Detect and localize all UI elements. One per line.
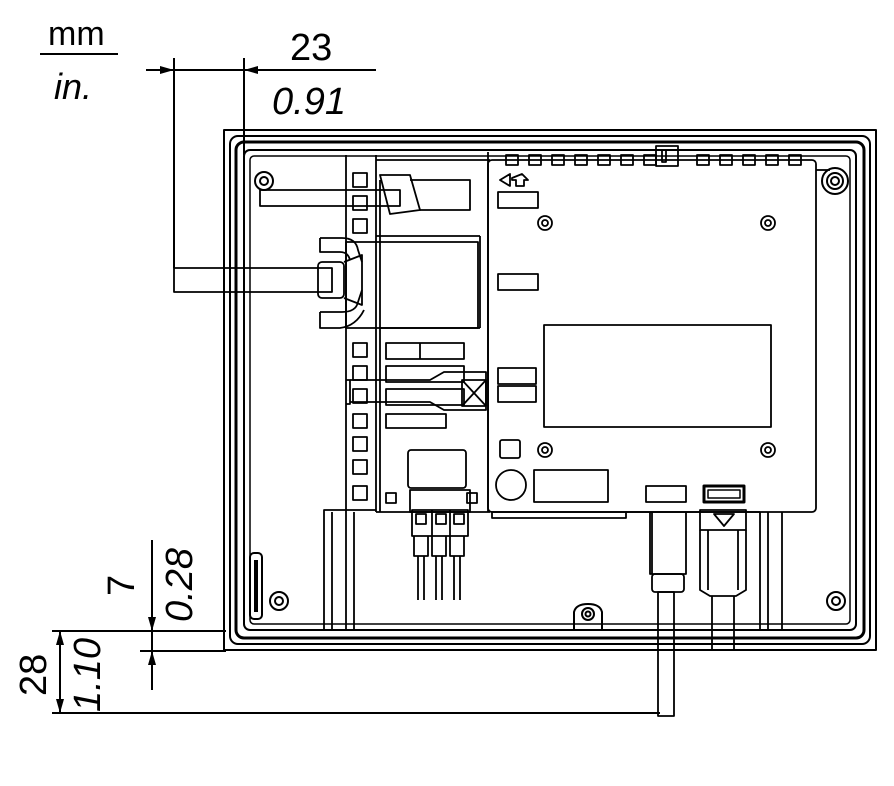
bottom-housing bbox=[323, 509, 783, 630]
arrowhead-up-pointing bbox=[148, 651, 156, 665]
dim-top-mm: 23 bbox=[290, 27, 332, 69]
frame-gasket-inner bbox=[249, 155, 851, 625]
screw-hole-top-left bbox=[254, 171, 274, 191]
arrow-symbol-icon bbox=[499, 173, 529, 187]
frame-bezel bbox=[229, 135, 871, 645]
dim-bottom-28-mm: 28 bbox=[13, 654, 55, 696]
module-body bbox=[487, 159, 817, 513]
side-slot-inner bbox=[254, 560, 258, 612]
dim-bottom-28-in: 1.10 bbox=[67, 638, 109, 712]
unit-in-label: in. bbox=[54, 66, 92, 107]
unit-mm-label: mm bbox=[48, 15, 105, 53]
screw-hole-top-right bbox=[821, 167, 849, 195]
cable-clip-assembly bbox=[173, 174, 487, 489]
screw-hole-bottom-left bbox=[269, 591, 289, 611]
buzzer bbox=[495, 469, 527, 501]
dim-bottom-7-in: 0.28 bbox=[159, 548, 201, 622]
dim-bottom-7-mm: 7 bbox=[101, 575, 143, 596]
module-standoffs bbox=[537, 215, 776, 458]
label-area bbox=[543, 324, 772, 428]
arrowhead-top-28 bbox=[56, 631, 64, 645]
vent-slots bbox=[505, 145, 802, 167]
dim-top-in: 0.91 bbox=[272, 81, 346, 123]
arrowhead-bottom-28 bbox=[56, 699, 64, 713]
unit-legend: mm in. bbox=[40, 15, 118, 107]
arrowhead-left-pointing bbox=[244, 66, 258, 74]
dimension-top-width: 23 0.91 bbox=[146, 27, 376, 268]
device-frame bbox=[223, 129, 877, 651]
cable-bottom-thin bbox=[649, 512, 687, 717]
side-slot bbox=[249, 552, 263, 620]
frame-gasket bbox=[243, 149, 857, 631]
arrowhead-down-pointing bbox=[148, 617, 156, 631]
clip-box bbox=[345, 241, 479, 329]
port-usb bbox=[702, 484, 746, 504]
arrowhead-right-pointing bbox=[160, 66, 174, 74]
screw-hole-bottom-center bbox=[573, 603, 603, 630]
dimension-bottom: 7 0.28 28 1.10 bbox=[13, 540, 660, 714]
screw-hole-bottom-right bbox=[826, 591, 846, 611]
main-module bbox=[487, 145, 830, 519]
connector-column bbox=[345, 155, 490, 513]
frame-bezel-inner bbox=[234, 140, 866, 640]
cable-bottom-plug bbox=[699, 509, 747, 650]
cable-left bbox=[173, 267, 333, 293]
terminal-block bbox=[409, 489, 471, 600]
frame-outer bbox=[223, 129, 877, 651]
connector-pins bbox=[352, 172, 478, 504]
